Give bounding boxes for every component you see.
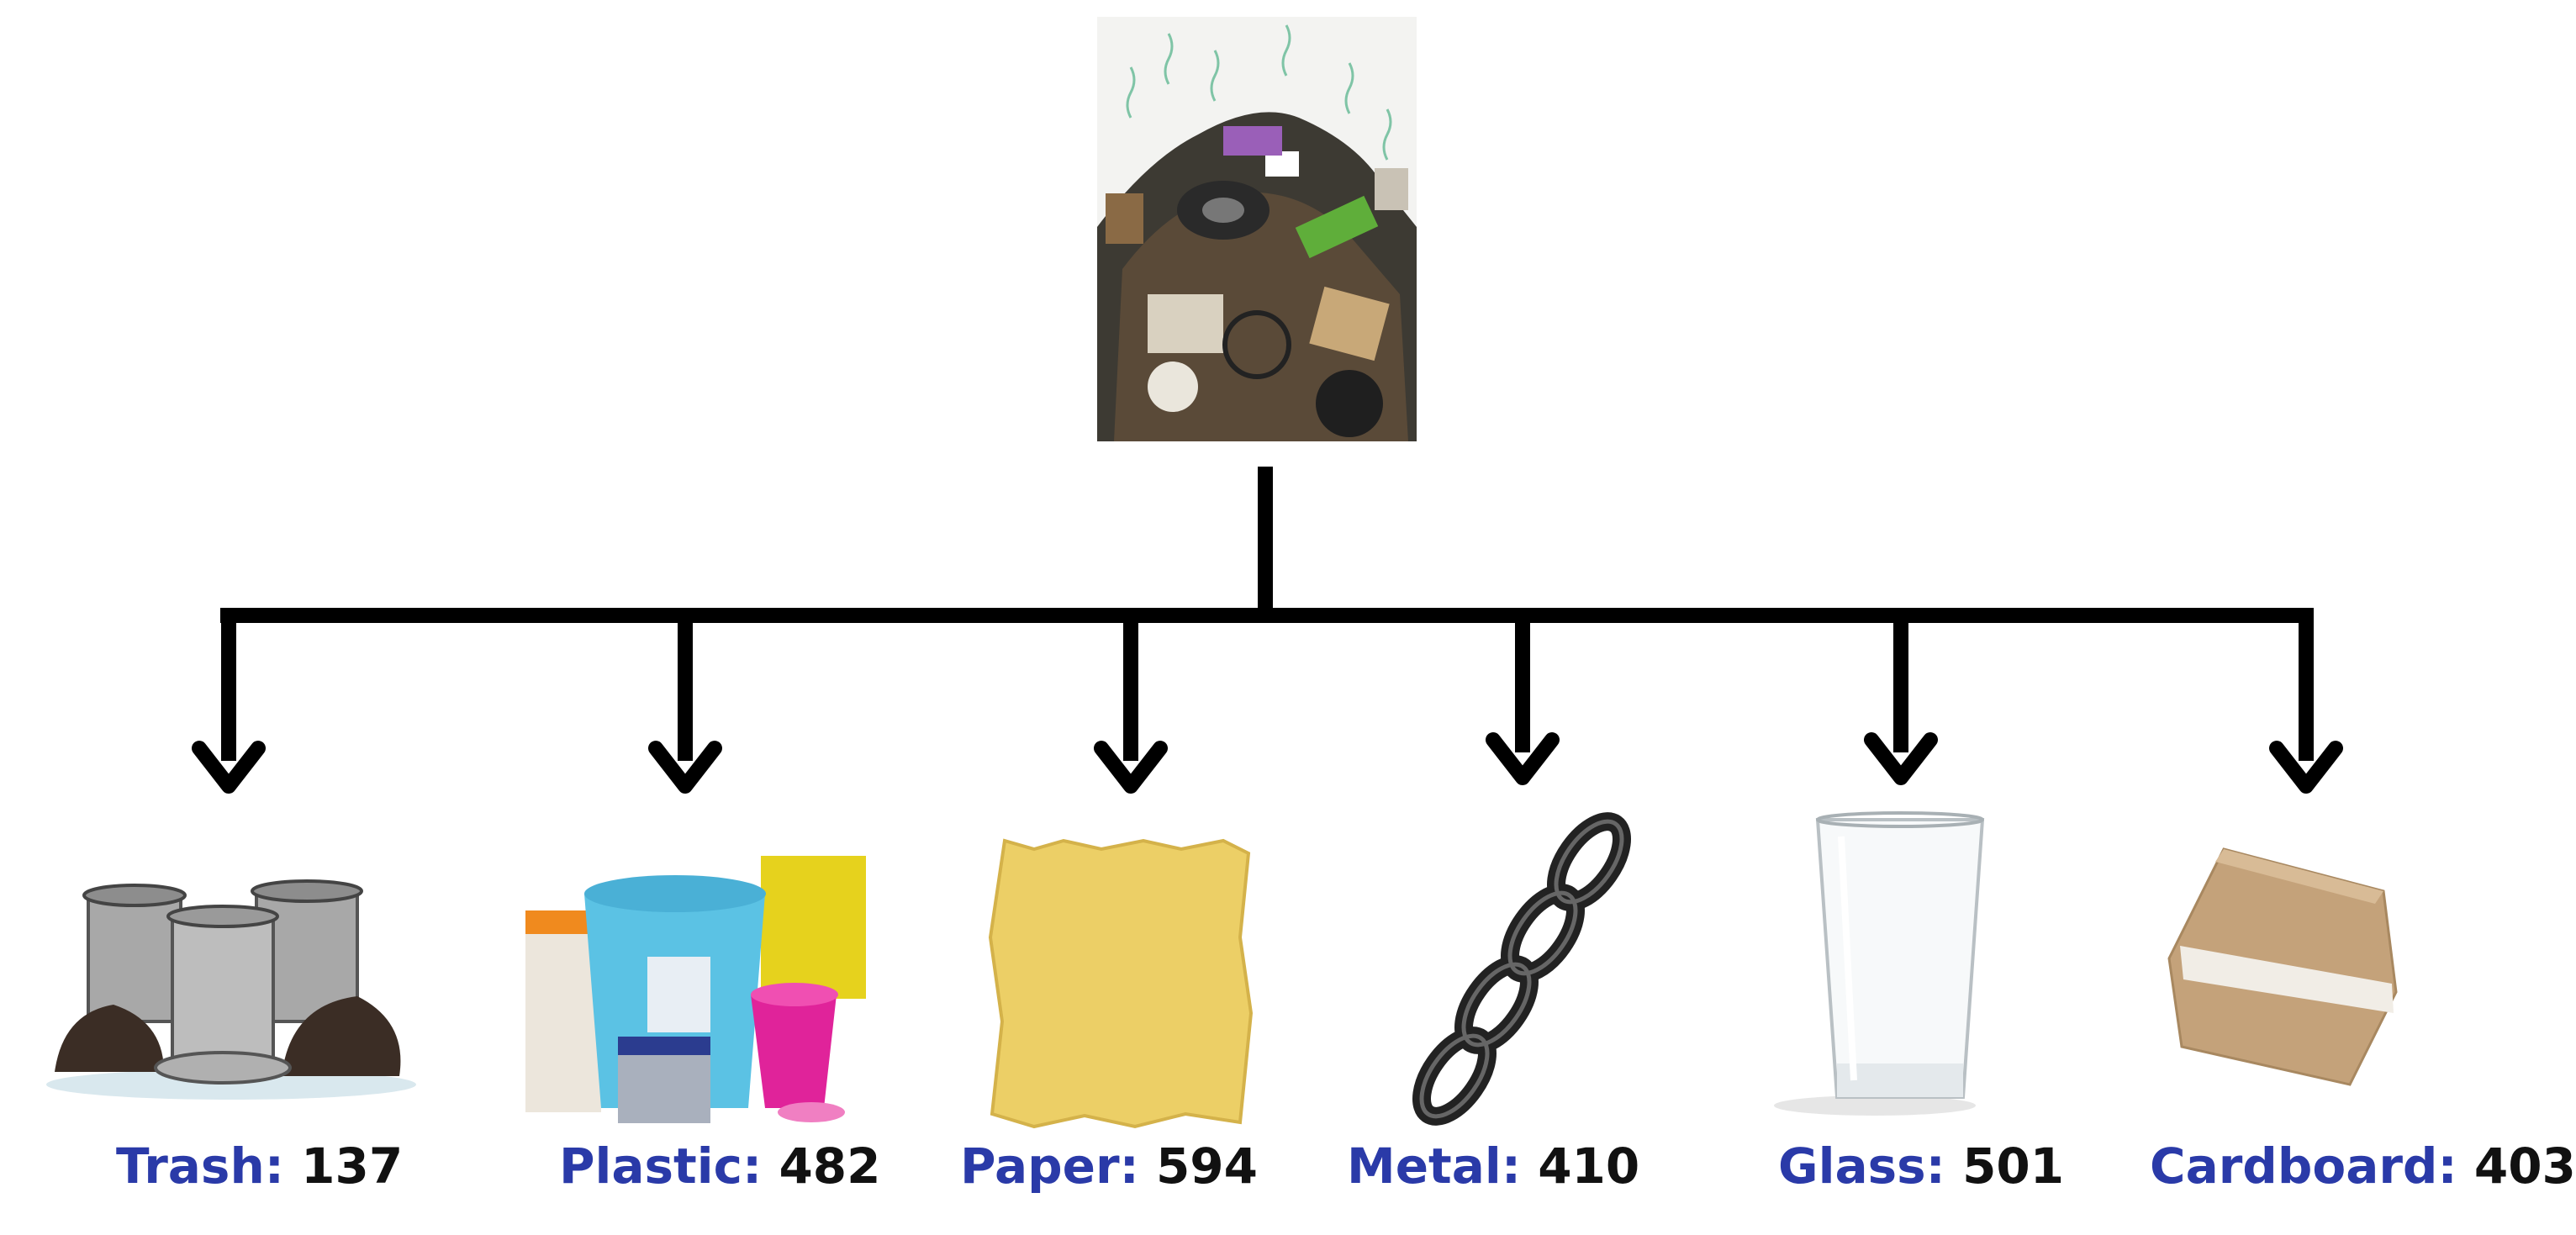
category-count: 137	[301, 1137, 404, 1195]
category-count: 501	[1962, 1137, 2065, 1195]
category-label-trash: Trash: 137	[116, 1137, 404, 1195]
category-count: 410	[1538, 1137, 1640, 1195]
drinking-glass-icon	[1774, 811, 1985, 1116]
arrowhead-metal	[1486, 732, 1560, 785]
garbage-pile-icon	[1097, 17, 1417, 442]
arrowhead-cardboard	[2269, 741, 2343, 794]
category-label-plastic: Plastic: 482	[559, 1137, 881, 1195]
category-name: Paper	[960, 1137, 1120, 1195]
trash-cans-icon	[46, 879, 416, 1100]
cardboard-box-icon	[2167, 847, 2398, 1086]
arrowhead-plastic	[648, 741, 722, 794]
category-label-cardboard: Cardboard: 403	[2150, 1137, 2576, 1195]
arrowhead-paper	[1094, 741, 1168, 794]
category-label-paper: Paper: 594	[960, 1137, 1259, 1195]
category-count: 403	[2473, 1137, 2576, 1195]
connector-tree	[192, 467, 2343, 794]
arrowhead-trash	[192, 741, 266, 794]
category-count: 482	[779, 1137, 881, 1195]
category-label-metal: Metal: 410	[1347, 1137, 1640, 1195]
arrowhead-glass	[1864, 732, 1938, 785]
category-name: Cardboard	[2150, 1137, 2438, 1195]
category-name: Glass	[1778, 1137, 1926, 1195]
plastic-containers-icon	[525, 856, 866, 1123]
category-label-glass: Glass: 501	[1778, 1137, 2065, 1195]
category-name: Trash	[116, 1137, 265, 1195]
category-count: 594	[1155, 1137, 1259, 1195]
category-name: Metal	[1347, 1137, 1502, 1195]
paper-sheet-icon	[988, 838, 1254, 1129]
metal-chain-icon	[1412, 812, 1632, 1126]
category-name: Plastic	[559, 1137, 743, 1195]
